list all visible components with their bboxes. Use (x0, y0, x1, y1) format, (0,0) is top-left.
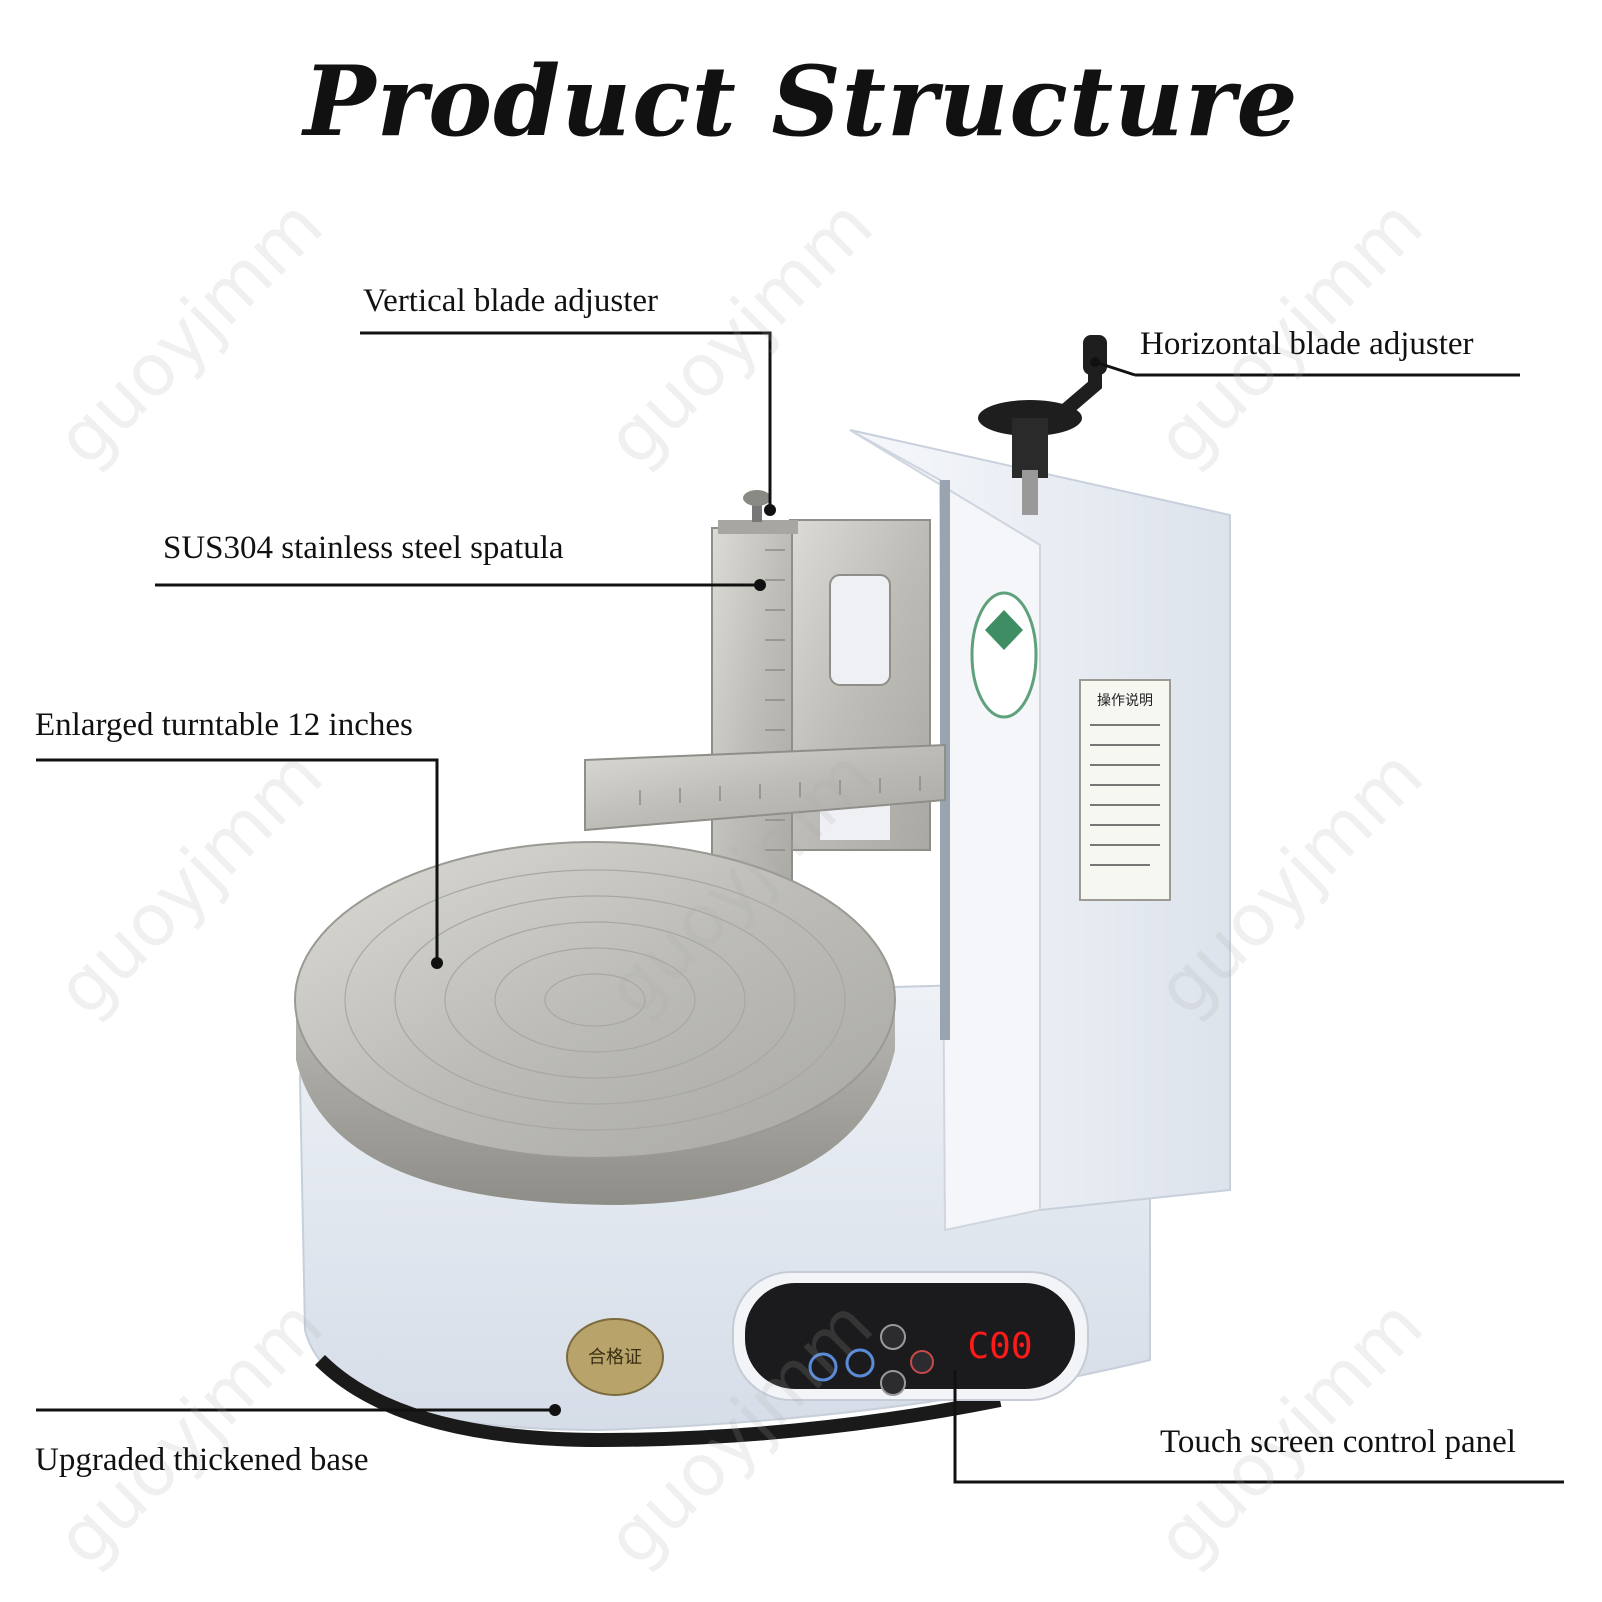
machine-tower: 操作说明 (849, 429, 1231, 1232)
turntable (294, 841, 896, 1205)
down-button (880, 1370, 906, 1396)
certificate-sticker (566, 1318, 664, 1396)
leader-lines (36, 331, 1564, 1484)
label-thickened-base: Upgraded thickened base (35, 1442, 369, 1478)
horizontal-blade (584, 743, 946, 832)
label-horizontal-blade-adjuster: Horizontal blade adjuster (1140, 326, 1474, 362)
crank-handle (978, 335, 1107, 515)
label-vertical-blade-adjuster: Vertical blade adjuster (363, 283, 659, 319)
svg-text:合格证: 合格证 (588, 1347, 642, 1368)
power-button (808, 1352, 838, 1382)
stop-button (910, 1350, 934, 1374)
display-readout: C00 (967, 1326, 1032, 1367)
label-turntable: Enlarged turntable 12 inches (35, 707, 413, 743)
control-panel: C00 (732, 1271, 1089, 1401)
label-stainless-spatula: SUS304 stainless steel spatula (163, 530, 564, 566)
svg-text:操作说明: 操作说明 (1097, 693, 1153, 709)
brand-logo (970, 591, 1038, 719)
rotate-button (845, 1348, 875, 1378)
label-control-panel: Touch screen control panel (1160, 1424, 1516, 1460)
up-button (880, 1324, 906, 1350)
instruction-plate (1079, 679, 1171, 901)
page-title: Product Structure (303, 45, 1299, 158)
